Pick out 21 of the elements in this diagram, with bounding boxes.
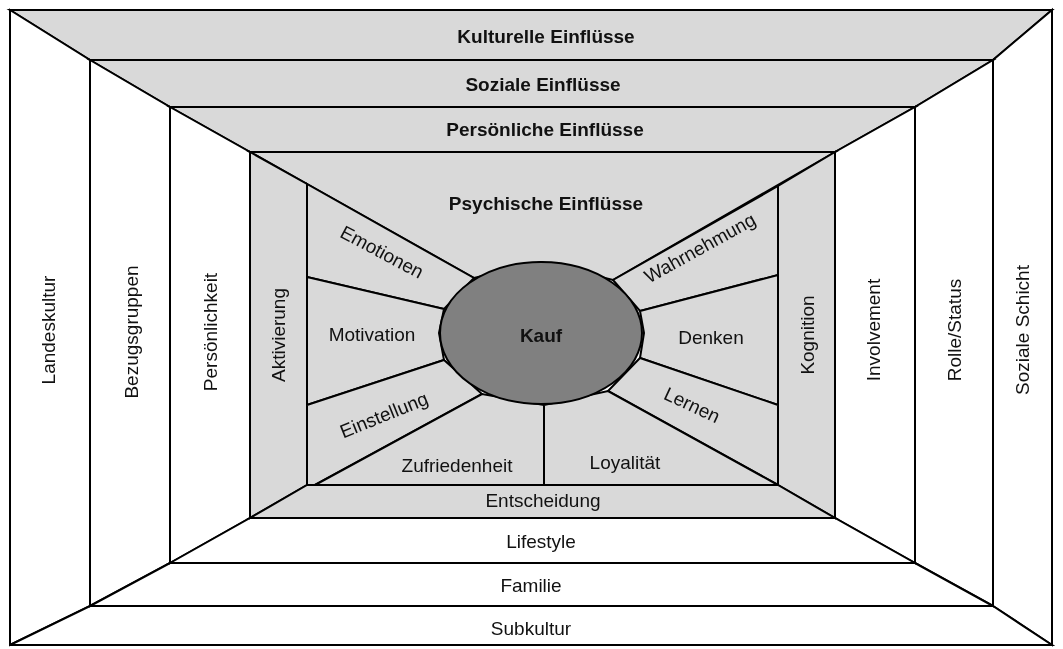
segment-label: Denken (678, 327, 744, 347)
band-label: Entscheidung (485, 490, 601, 510)
band-label: Kognition (797, 295, 817, 375)
band-label: Familie (500, 575, 562, 595)
band-label: Kulturelle Einflüsse (457, 26, 635, 46)
band-label: Rolle/Status (944, 278, 964, 382)
band-label: Soziale Einflüsse (465, 74, 621, 94)
band-label: Aktivierung (268, 288, 288, 382)
band-label: Persönliche Einflüsse (446, 119, 644, 139)
segment-label: Zufriedenheit (401, 455, 513, 475)
center-label: Kauf (519, 325, 563, 345)
band-label: Bezugsgruppen (121, 265, 141, 399)
segment-label: Motivation (328, 324, 416, 344)
band-label: Involvement (863, 278, 883, 382)
band-label: Landeskultur (38, 275, 58, 385)
band-label: Psychische Einflüsse (448, 193, 644, 213)
band-label: Soziale Schicht (1012, 265, 1032, 395)
band-label: Subkultur (490, 618, 572, 638)
band-label: Lifestyle (506, 531, 576, 551)
segment-label: Loyalität (589, 452, 661, 472)
band-label: Persönlichkeit (200, 272, 220, 392)
